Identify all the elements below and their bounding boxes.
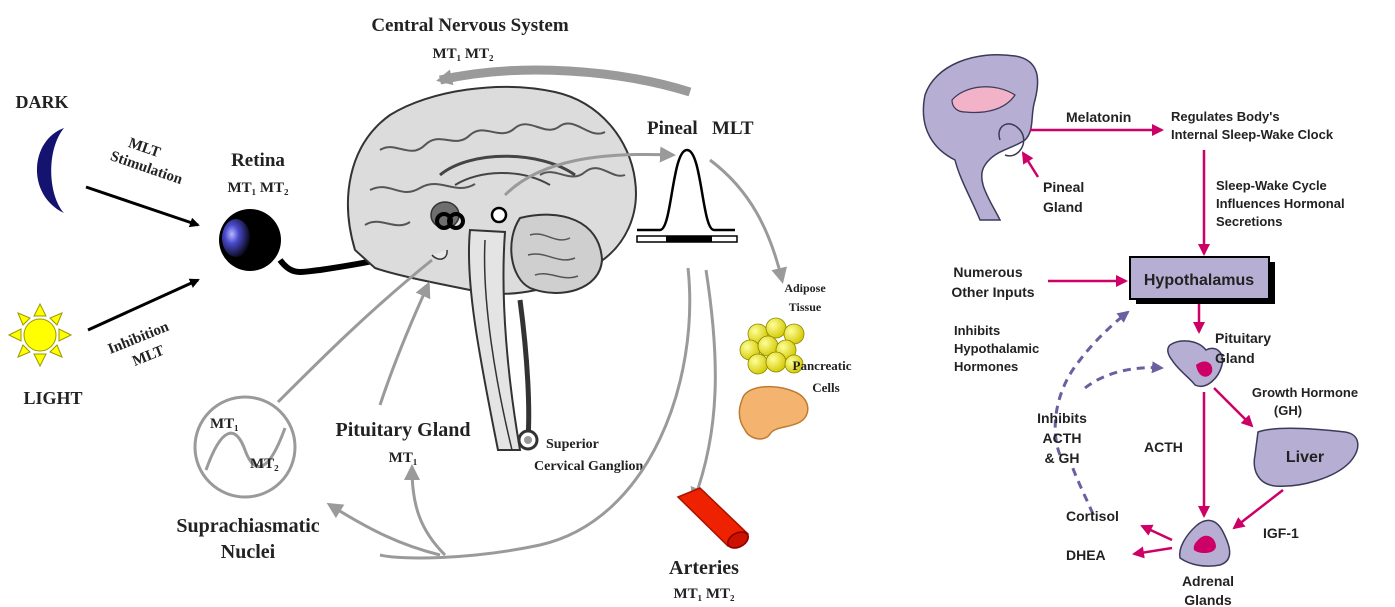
scg-label-line1: Superior: [546, 437, 599, 452]
pancreas-icon: [739, 387, 807, 439]
head-illustration: [923, 55, 1037, 220]
regulates-line2: Internal Sleep-Wake Clock: [1171, 127, 1334, 142]
pineal-gland-line2: Gland: [1043, 199, 1083, 215]
to-scn-arrow: [330, 505, 440, 555]
brain-illustration: [348, 87, 636, 450]
pineal-gland-line1: Pineal: [1043, 179, 1084, 195]
cortisol-label: Cortisol: [1066, 508, 1119, 524]
growth-hormone-line1: Growth Hormone: [1252, 385, 1358, 400]
scn-mt1: MT₁: [210, 416, 239, 432]
dark-label: DARK: [16, 92, 69, 112]
sun-icon: [9, 304, 71, 366]
ganglion-core: [524, 436, 532, 444]
sleep-wake-line1: Sleep-Wake Cycle: [1216, 178, 1327, 193]
cns-title: Central Nervous System: [371, 15, 569, 36]
growth-hormone-line2: (GH): [1274, 403, 1302, 418]
acth-label: ACTH: [1144, 439, 1183, 455]
inhibition-arrow: [88, 280, 198, 330]
adipose-label-line2: Tissue: [789, 300, 822, 314]
adrenal-line2: Glands: [1184, 592, 1232, 607]
to-pituitary-arrow: [412, 468, 445, 555]
moon-icon: [37, 128, 64, 213]
pancreatic-label-line2: Cells: [812, 380, 839, 395]
pancreatic-label-line1: Pancreatic: [793, 358, 852, 373]
liver-label: Liver: [1286, 449, 1324, 466]
return-loop: [380, 268, 690, 558]
adrenal-line1: Adrenal: [1182, 573, 1234, 589]
inhibits-hyp-line2: Hypothalamic: [954, 341, 1039, 356]
cortisol-arrow: [1142, 526, 1172, 540]
inhibits-hyp-line3: Hormones: [954, 359, 1018, 374]
arteries-label: Arteries: [669, 557, 739, 579]
inhibit-pituitary-arrow: [1085, 368, 1162, 388]
igf1-arrow: [1234, 490, 1283, 528]
melatonin-label: Melatonin: [1066, 109, 1131, 125]
pineal-to-arteries-arrow: [694, 270, 715, 500]
pituitary-receptor: MT₁: [389, 450, 418, 466]
regulates-line1: Regulates Body's: [1171, 109, 1280, 124]
cns-receptors: MT₁ MT₂: [432, 46, 494, 62]
numerous-line1: Numerous: [953, 264, 1022, 280]
dhea-arrow: [1134, 548, 1172, 554]
melatonin-peak-chart: [637, 150, 737, 242]
cortisol-feedback-line: [1072, 466, 1093, 514]
retina-label: Retina: [231, 150, 285, 171]
pineal-word: Pineal: [647, 118, 698, 139]
gh-arrow: [1214, 388, 1252, 426]
pituitary-right-line1: Pituitary: [1215, 330, 1271, 346]
inhibits-hyp-line1: Inhibits: [954, 323, 1000, 338]
dhea-label: DHEA: [1066, 547, 1106, 563]
light-label: LIGHT: [23, 388, 82, 408]
scn-label-line2: Nuclei: [221, 541, 276, 563]
inhibits-acth-line3: & GH: [1045, 450, 1080, 466]
scg-label-line2: Cervical Ganglion: [534, 459, 643, 474]
pineal-pointer-arrow: [1023, 153, 1038, 177]
pineal-to-adipose-arrow: [710, 160, 782, 280]
numerous-line2: Other Inputs: [951, 284, 1034, 300]
stimulation-arrow: [86, 187, 198, 225]
sleep-wake-line2: Influences Hormonal: [1216, 196, 1345, 211]
hypothalamus-label: Hypothalamus: [1144, 272, 1254, 289]
inhibits-acth-line1: Inhibits: [1037, 410, 1087, 426]
inhibits-acth-line2: ACTH: [1043, 430, 1082, 446]
pineal-mlt: MLT: [712, 118, 754, 139]
pituitary-right-line2: Gland: [1215, 350, 1255, 366]
adipose-label-line1: Adipose: [784, 281, 826, 295]
pituitary-label: Pituitary Gland: [335, 419, 470, 441]
pituitary-to-brain-arrow: [380, 285, 428, 405]
arteries-receptors: MT₁ MT₂: [673, 586, 735, 602]
retina-receptors: MT₁ MT₂: [227, 180, 289, 196]
sleep-wake-line3: Secretions: [1216, 214, 1282, 229]
igf1-label: IGF-1: [1263, 525, 1299, 541]
scn-mt2: MT₂: [250, 456, 279, 472]
scn-label-line1: Suprachiasmatic: [176, 515, 319, 537]
artery-icon: [678, 488, 751, 551]
